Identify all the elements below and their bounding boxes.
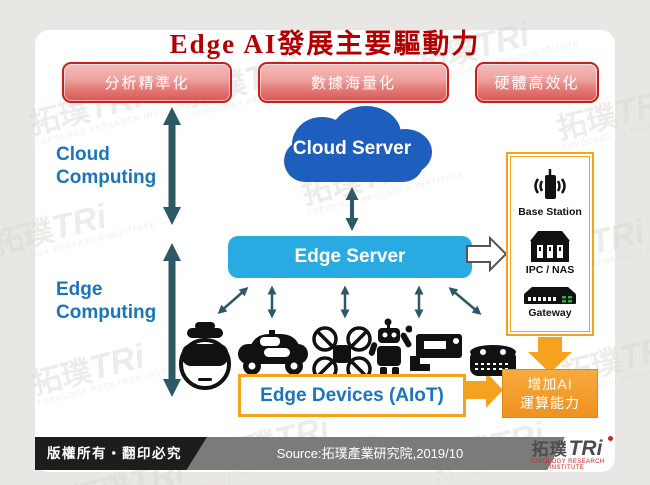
edge-computing-label: Edge Computing xyxy=(56,279,157,323)
hardware-item-ipc-nas: IPC / NAS xyxy=(526,229,574,276)
base-station-label: Base Station xyxy=(518,205,582,218)
edge-server-node: Edge Server xyxy=(228,236,472,278)
ipc-nas-icon xyxy=(530,230,570,262)
driver-box-data: 數據海量化 xyxy=(258,62,449,103)
edge-hardware-panel: Base Station IPC / NAS xyxy=(506,152,594,336)
tri-logo-dot-icon xyxy=(608,436,613,441)
hardware-to-ai-arrow xyxy=(528,337,572,373)
footer-copyright-strip xyxy=(35,437,207,470)
server-device-arrow xyxy=(217,287,249,314)
base-station-icon xyxy=(534,168,566,199)
vr-headset-icon xyxy=(179,322,231,390)
driver-box-analytics: 分析精準化 xyxy=(62,62,232,103)
source-text: Source:拓璞產業研究院,2019/10 xyxy=(276,446,464,461)
ai-compute-line1: 增加AI xyxy=(527,375,573,392)
driver-box-hardware: 硬體高效化 xyxy=(475,62,599,103)
ai-compute-node: 增加AI 運算能力 xyxy=(502,369,598,418)
cloud-server-shape xyxy=(268,104,436,184)
server-device-arrow xyxy=(448,287,482,315)
cloud-icon xyxy=(284,106,432,182)
footer-bar: 版權所有‧翻印必究 Source:拓璞產業研究院,2019/10 拓璞 TRi … xyxy=(35,435,615,471)
smart-speaker-icon xyxy=(470,345,516,376)
tri-logo-zh: 拓璞 xyxy=(531,440,568,459)
tri-logo: 拓璞 TRi TOPOLOGY RESEARCH INSTITUTE xyxy=(519,435,615,471)
cloud-computing-label: Cloud Computing xyxy=(56,144,157,188)
tri-logo-en: TRi xyxy=(568,437,603,460)
page-title: Edge AI發展主要驅動力 xyxy=(169,29,481,59)
cloud-server-label: Cloud Server xyxy=(292,138,412,159)
edge-devices-node: Edge Devices (AIoT) xyxy=(238,374,466,417)
autonomous-car-icon xyxy=(238,330,308,375)
gateway-icon xyxy=(524,287,576,305)
robot-icon xyxy=(368,318,412,379)
ai-compute-line2: 運算能力 xyxy=(520,394,580,411)
cctv-camera-icon xyxy=(410,334,462,371)
ipc-nas-label: IPC / NAS xyxy=(525,263,575,276)
tri-logo-subtitle: TOPOLOGY RESEARCH INSTITUTE xyxy=(529,459,605,471)
hardware-item-gateway: Gateway xyxy=(522,286,578,319)
copyright-text: 版權所有‧翻印必究 xyxy=(47,446,182,461)
edge-server-to-hardware-arrow xyxy=(466,235,508,273)
gateway-label: Gateway xyxy=(528,307,572,320)
hardware-item-base-station: Base Station xyxy=(518,168,582,218)
